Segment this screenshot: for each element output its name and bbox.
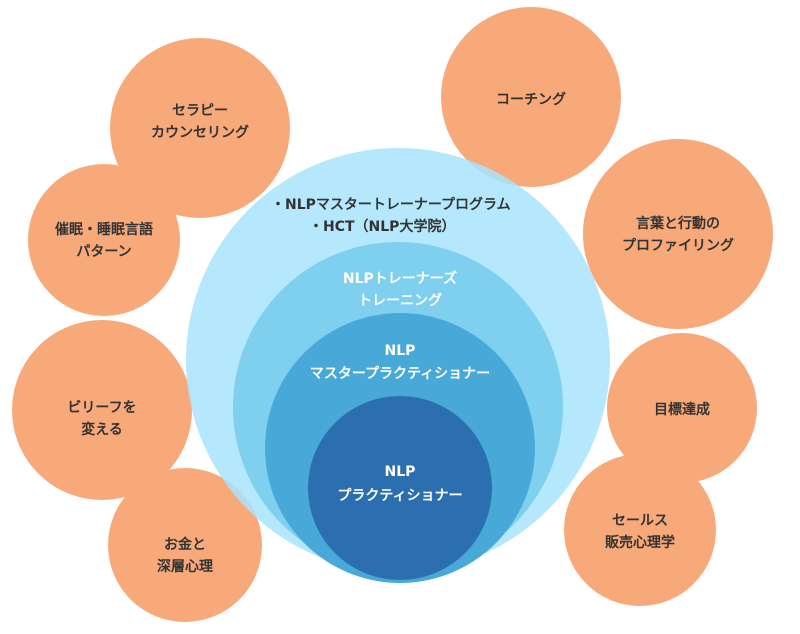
bubble-belief	[12, 320, 192, 500]
bubble-belief-label-1: ビリーフを	[67, 400, 136, 416]
bubble-profiling-label-1: 言葉と行動の	[636, 215, 720, 232]
bubble-money-label-1: お金と	[164, 536, 206, 553]
level-outer-label-1: ・NLPマスタートレーナープログラム	[271, 196, 511, 213]
bubble-therapy	[110, 38, 290, 218]
level-trainers-label-2: トレーニング	[358, 292, 442, 309]
bubble-coaching	[441, 7, 621, 187]
bubble-coaching-label-1: コーチング	[496, 91, 566, 108]
level-practitioner-circle	[308, 396, 492, 580]
bubble-belief-label-2: 変える	[81, 421, 123, 438]
bubble-therapy-label-1: セラピー	[172, 103, 228, 119]
bubble-hypnosis	[28, 164, 180, 316]
bubble-therapy-label-2: カウンセリング	[151, 124, 249, 141]
bubble-goal-label-1: 目標達成	[654, 401, 710, 418]
level-master-label-2: マスタープラクティショナー	[310, 366, 490, 382]
bubble-hypnosis-label-1: 催眠・睡眠言語	[55, 221, 153, 238]
bubble-sales-label-2: 販売心理学	[605, 534, 675, 551]
bubble-hypnosis-label-2: パターン	[76, 244, 131, 260]
bubble-profiling	[583, 139, 773, 329]
bubble-money-label-2: 深層心理	[157, 558, 213, 575]
bubble-money	[108, 468, 262, 622]
level-master-label-1: NLP	[385, 343, 416, 359]
bubble-sales	[564, 454, 716, 606]
level-practitioner-label-1: NLP	[385, 464, 416, 480]
bubble-goal	[607, 333, 757, 483]
level-outer-label-2: ・HCT（NLP大学院）	[309, 218, 455, 235]
bubble-profiling-label-2: プロファイリング	[622, 237, 734, 254]
bubble-sales-label-1: セールス	[612, 513, 668, 529]
level-trainers-label-1: NLPトレーナーズ	[343, 270, 457, 287]
level-practitioner-label-2: プラクティショナー	[337, 488, 462, 504]
